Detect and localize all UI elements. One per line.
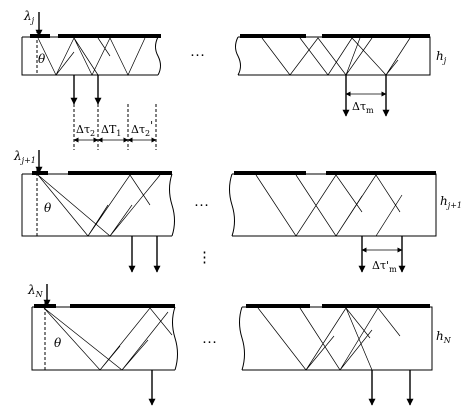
- layer-j: λj θ hj … Δτ2 ΔT1 Δτ2' Δτm: [21, 9, 447, 150]
- theta-label-N: θ: [54, 336, 62, 350]
- waveguide-right-j: [235, 34, 431, 76]
- lambda-N-label: λN: [27, 283, 44, 299]
- h-j1-label: hj+1: [440, 194, 462, 210]
- lambda-j-label: λj: [23, 9, 35, 25]
- h-N-label: hN: [436, 329, 452, 345]
- h-j-label: hj: [436, 49, 447, 65]
- delta-T-1-label: ΔT1: [101, 123, 121, 138]
- layer-N: λN θ hN …: [27, 283, 452, 406]
- layer-j-plus-1: λj+1 θ hj+1 … Δτ'm ⋮: [13, 149, 462, 274]
- theta-label-j1: θ: [44, 201, 52, 215]
- lambda-j1-label: λj+1: [13, 149, 36, 165]
- delta-tau-2-label: Δτ2: [76, 123, 95, 138]
- waveguide-right-j1: [229, 171, 437, 237]
- ellipsis-j1: …: [194, 194, 209, 210]
- waveguide-right-N: [239, 304, 433, 371]
- theta-label-j: θ: [38, 52, 46, 66]
- vertical-ellipsis: ⋮: [197, 250, 212, 266]
- ellipsis-j: …: [190, 44, 205, 60]
- ellipsis-N: …: [202, 331, 217, 347]
- delta-tau-2-prime-label: Δτ2': [131, 119, 153, 138]
- delta-tau-m-label: Δτm: [352, 100, 374, 115]
- delta-tau-prime-m-label: Δτ'm: [372, 259, 397, 274]
